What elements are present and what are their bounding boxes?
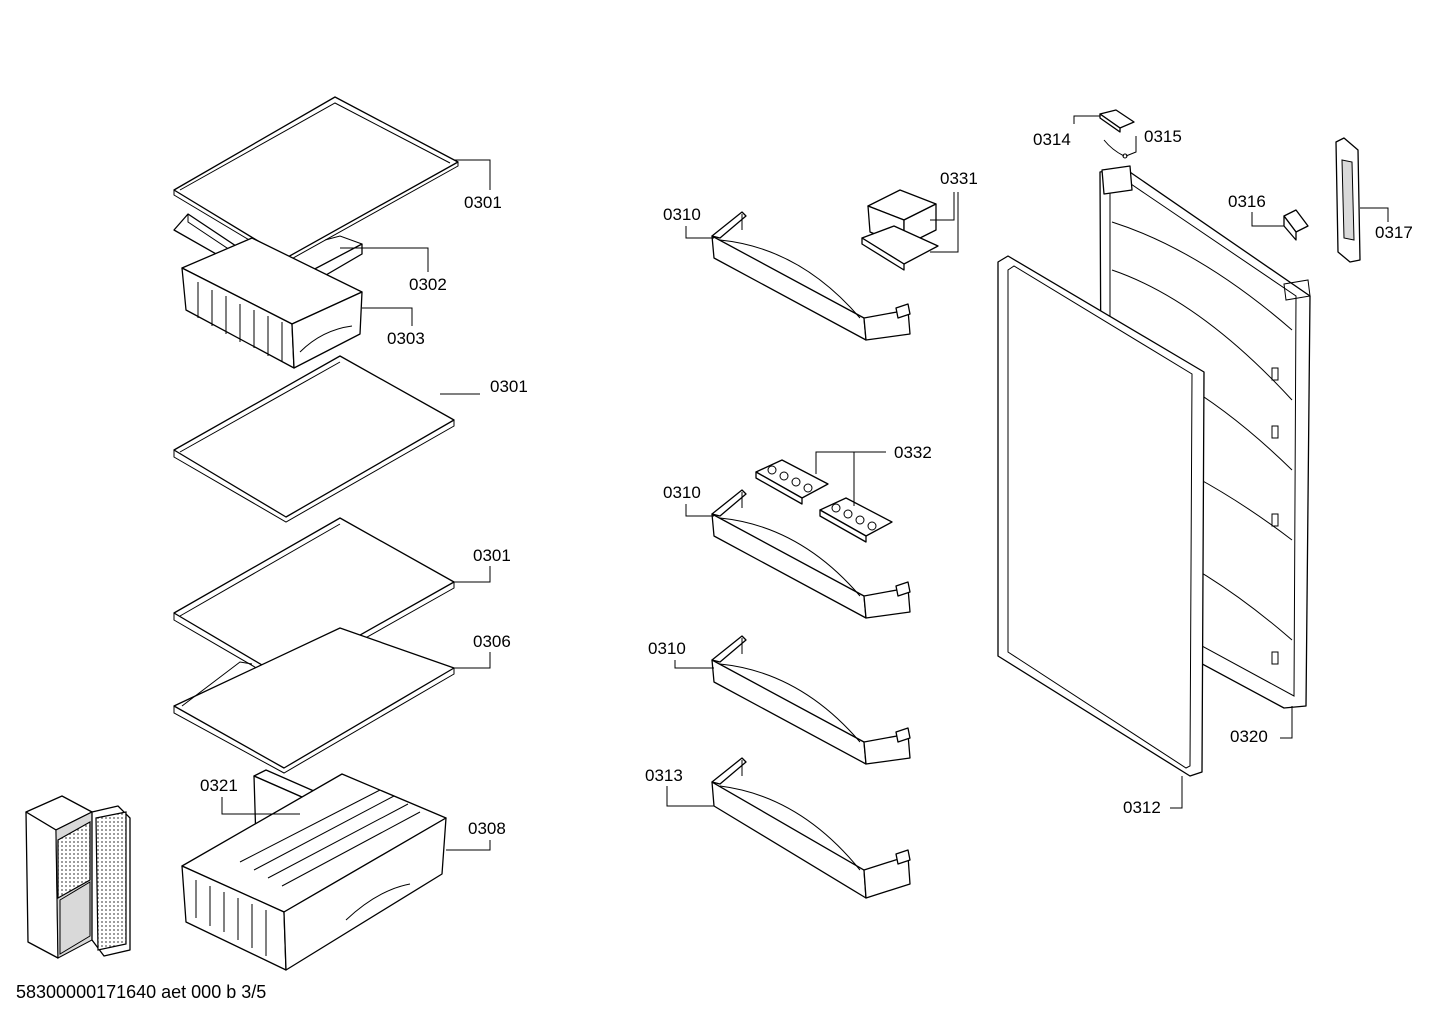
hinge-cover	[1099, 109, 1135, 133]
door-handle-strip	[1335, 137, 1361, 263]
callout-0302: 0302	[409, 275, 447, 294]
document-id: 58300000171640 aet 000 b 3/5	[16, 982, 266, 1002]
callout-0317: 0317	[1375, 223, 1413, 242]
door-shelf-bottle	[711, 757, 911, 899]
callout-0306: 0306	[473, 632, 511, 651]
glass-shelf-divider	[173, 627, 455, 774]
callout-labels: 0301 0302 0303 0301 0301 0306 0321 0308 …	[200, 127, 1413, 838]
cover-cap	[1283, 209, 1309, 241]
callout-0316: 0316	[1228, 192, 1266, 211]
appliance-thumbnail	[25, 795, 131, 959]
callout-0314: 0314	[1033, 130, 1071, 149]
glass-shelf-top	[173, 96, 459, 263]
callout-0308: 0308	[468, 819, 506, 838]
drawer-small	[181, 237, 363, 369]
callout-0301-middle: 0301	[490, 377, 528, 396]
callout-0301-lower: 0301	[473, 546, 511, 565]
door-gasket	[997, 255, 1205, 777]
leader-lines	[221, 115, 1389, 851]
callout-0313: 0313	[645, 766, 683, 785]
glass-shelf-middle	[173, 355, 455, 523]
callout-0312: 0312	[1123, 798, 1161, 817]
vegetable-drawer	[181, 773, 447, 971]
callout-0310-top: 0310	[663, 205, 701, 224]
egg-tray-1	[755, 459, 829, 505]
callout-0332: 0332	[894, 443, 932, 462]
door-shelf-3	[711, 635, 911, 765]
callout-0320: 0320	[1230, 727, 1268, 746]
callout-0315: 0315	[1144, 127, 1182, 146]
callout-0310-third: 0310	[648, 639, 686, 658]
door-shelf-1	[711, 211, 911, 341]
callout-0310-second: 0310	[663, 483, 701, 502]
egg-tray-2	[819, 497, 893, 543]
callout-0331: 0331	[940, 169, 978, 188]
callout-0303: 0303	[387, 329, 425, 348]
dairy-box	[861, 189, 939, 271]
callout-0301-top: 0301	[464, 193, 502, 212]
callout-0321: 0321	[200, 776, 238, 795]
door-shelf-2	[711, 489, 911, 619]
spring	[1103, 139, 1128, 159]
